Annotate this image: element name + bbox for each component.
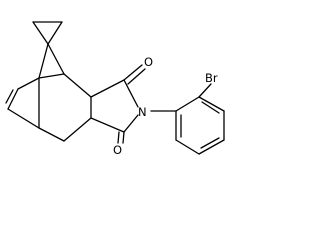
bond-ring-bottom-carbon bbox=[90, 117, 125, 133]
bond-ring-fusion-bottom bbox=[63, 117, 92, 142]
bond-bridgehead-top-right-ring bbox=[63, 73, 92, 98]
bond-alkene-double bbox=[5, 89, 14, 104]
bond-alkene-single bbox=[7, 88, 19, 110]
atom-label-br: Br bbox=[205, 71, 218, 85]
bond-bridge-top-link bbox=[38, 73, 65, 79]
bromophenyl-ring bbox=[175, 83, 225, 155]
bond-spiro-bridgehead-right bbox=[47, 43, 65, 75]
bond-ar-double-2-3 bbox=[201, 101, 220, 114]
bond-cp-left-spiro bbox=[32, 21, 49, 45]
bond-alkene-bottom bbox=[7, 108, 40, 129]
bond-ar-2-3 bbox=[198, 96, 225, 112]
bond-carbonyl-top-carbon bbox=[90, 79, 125, 98]
bond-ar-double-4-5 bbox=[200, 137, 220, 149]
bond-carbonyl-top-double-a bbox=[123, 64, 143, 81]
bond-spiro-bridgehead-left bbox=[38, 43, 49, 79]
bond-ar-1-2 bbox=[175, 96, 200, 112]
bond-ar-4-5 bbox=[198, 139, 225, 155]
bond-bridgehead-bottom-link bbox=[38, 127, 65, 142]
chemical-structure-diagram: O N O Br bbox=[5, 21, 225, 157]
cyclopropane-ring bbox=[32, 21, 63, 45]
bond-bottom-carbon-n bbox=[123, 114, 139, 133]
atom-label-n: N bbox=[138, 105, 147, 119]
bond-carbonyl-top-double-b bbox=[127, 68, 146, 85]
bond-ar-5-6 bbox=[175, 139, 200, 155]
bond-aryl-br bbox=[198, 83, 212, 98]
atom-label-o-top: O bbox=[144, 55, 153, 69]
atom-label-o-bottom: O bbox=[113, 143, 122, 157]
norbornene-core bbox=[5, 43, 92, 142]
imide-ring bbox=[90, 64, 146, 144]
bond-cp-right-spiro bbox=[47, 21, 63, 45]
bond-carbonyl-bottom-double-a bbox=[122, 131, 125, 144]
bond-top-carbon-n bbox=[123, 79, 139, 108]
bond-carbonyl-bottom-double-b bbox=[117, 131, 120, 144]
bond-bridgehead-top-left bbox=[17, 77, 40, 90]
